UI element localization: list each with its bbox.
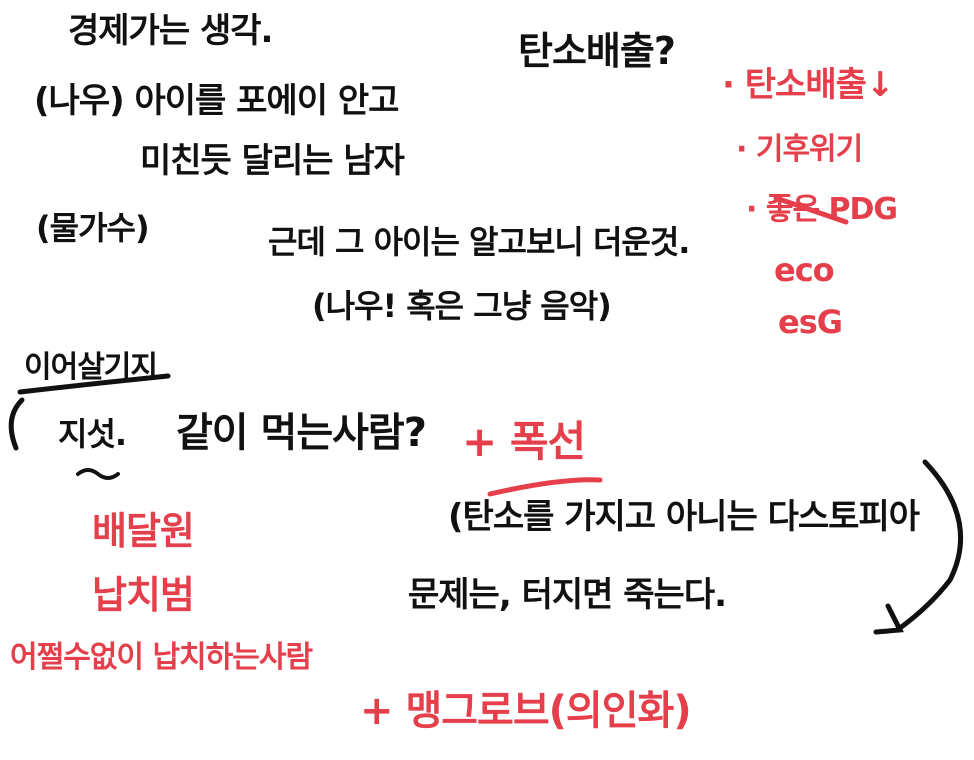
note-line-9: (탄소를 가지고 아니는 다스토피아: [448, 497, 920, 537]
red-list-item-2: · 기후위기: [736, 132, 863, 167]
note-line-10: 문제는, 터지면 죽는다.: [408, 575, 727, 615]
note-line-5: 근데 그 아이는 알고보니 더운것.: [268, 223, 690, 261]
red-delivery-2: 납치범: [92, 573, 195, 617]
red-list-item-1: · 탄소배출↓: [722, 65, 894, 105]
note-line-2: (나우) 아이를 포에이 안고: [34, 81, 399, 121]
note-line-1: 경제가는 생각.: [68, 11, 273, 51]
note-line-6: (나우! 혹은 그냥 음악): [312, 287, 612, 325]
red-plus-note-2: + 맹그로브(의인화): [360, 688, 692, 734]
red-plus-note-1: + 폭선: [462, 417, 586, 466]
note-line-4: (물가수): [36, 209, 150, 247]
note-line-8: 같이 먹는사람?: [176, 410, 427, 456]
note-line-3: 미친듯 달리는 남자: [140, 141, 405, 181]
red-list-item-3: · 좋은 PDG: [746, 192, 898, 227]
red-delivery-3: 어쩔수없이 납치하는사람: [10, 640, 313, 675]
carbon-question: 탄소배출?: [518, 29, 676, 73]
red-list-item-5: esG: [778, 303, 843, 341]
red-list-item-4: eco: [774, 251, 835, 289]
note-line-7: 지섯.: [58, 415, 127, 453]
red-delivery-1: 배달원: [92, 509, 195, 553]
